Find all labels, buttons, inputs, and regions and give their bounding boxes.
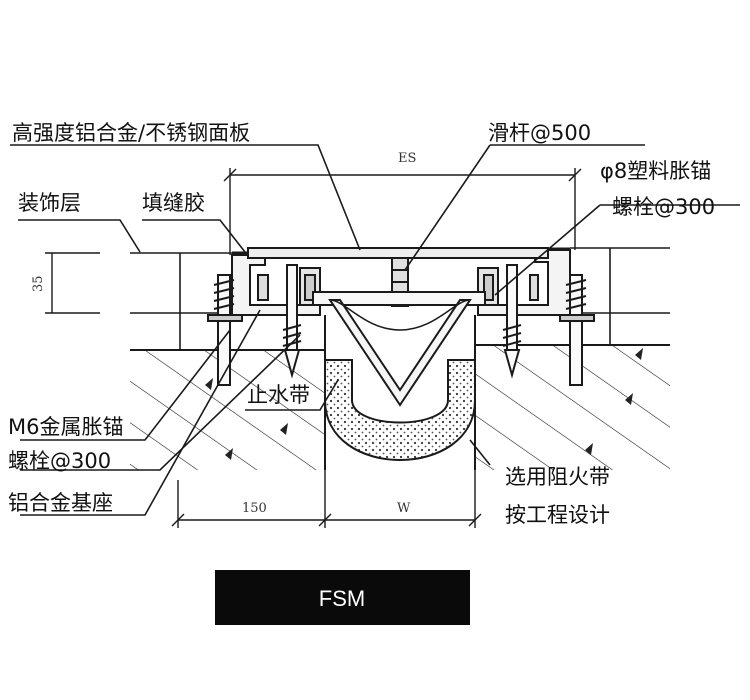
slide-bar	[312, 257, 486, 307]
label-slide-bar: 滑杆@500	[488, 121, 591, 145]
caption-box	[215, 570, 470, 625]
label-decor-layer: 装饰层	[18, 191, 81, 215]
label-water-stop: 止水带	[247, 383, 310, 407]
label-fire-belt-2: 按工程设计	[505, 503, 610, 527]
aluminum-base-right	[477, 249, 571, 316]
label-metal-anchor-1: M6金属胀锚	[8, 415, 123, 439]
dim-bottom	[171, 470, 482, 528]
aluminum-base-left	[231, 254, 321, 316]
label-metal-anchor-2: 螺栓@300	[8, 449, 111, 473]
dim-w-label: W	[397, 501, 411, 516]
decor-layer	[130, 247, 670, 350]
water-stop	[328, 299, 472, 407]
dim-150-label: 150	[242, 501, 267, 516]
dim-height-label: 35	[31, 275, 46, 292]
leader-lines	[10, 144, 740, 516]
label-sealant: 填缝胶	[142, 191, 205, 215]
label-fire-belt-1: 选用阻火带	[505, 465, 610, 489]
dim-es	[223, 168, 582, 255]
dim-height	[45, 252, 100, 314]
top-panel	[232, 247, 570, 259]
plastic-anchor-right	[502, 264, 522, 379]
caption-text: FSM	[319, 586, 365, 611]
metal-anchor-right	[559, 274, 595, 386]
fire-belt	[324, 359, 476, 461]
label-base: 铝合金基座	[8, 491, 113, 515]
label-panel: 高强度铝合金/不锈钢面板	[12, 121, 250, 145]
label-plastic-anchor-1: φ8塑料胀锚	[600, 159, 711, 183]
plastic-anchor-left	[282, 264, 302, 379]
label-plastic-anchor-2: 螺栓@300	[612, 195, 715, 219]
dim-es-label: ES	[398, 151, 416, 166]
